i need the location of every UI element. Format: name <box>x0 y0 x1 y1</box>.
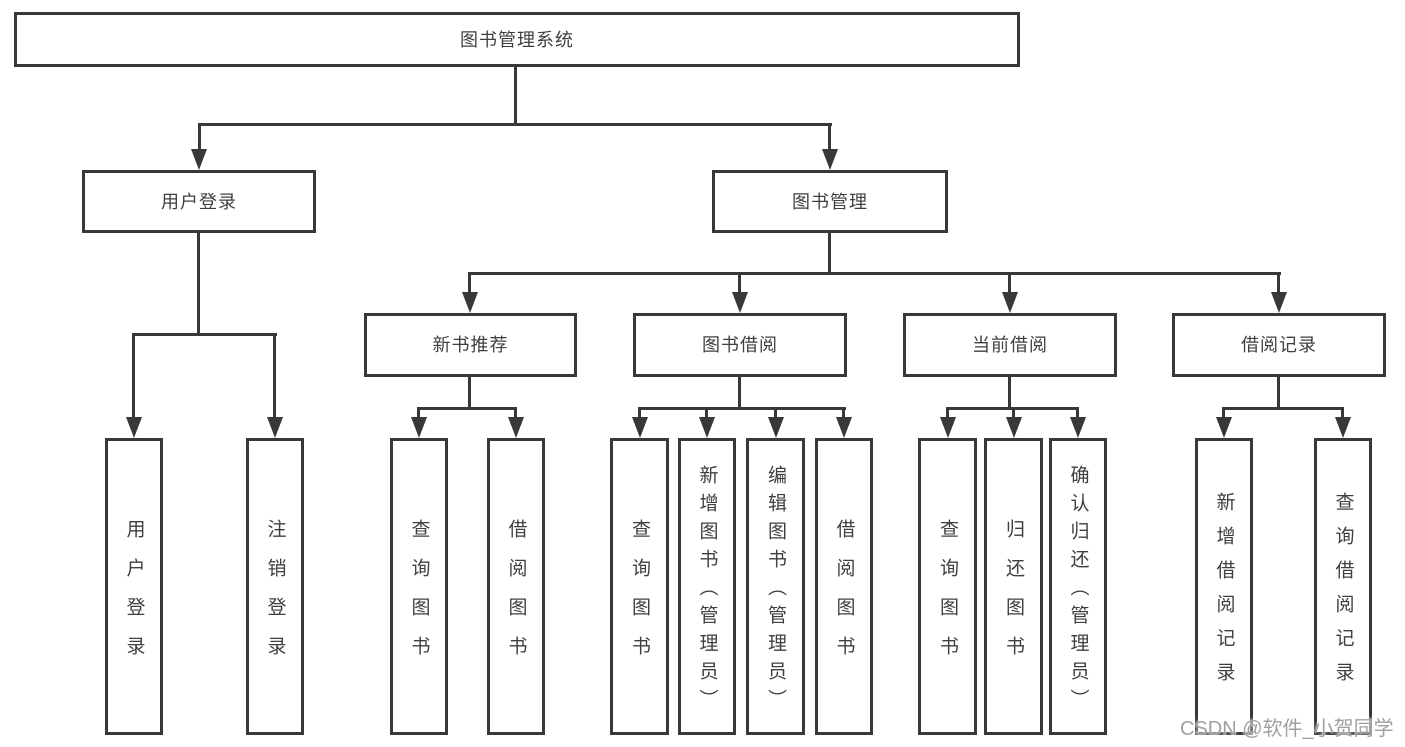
connector-line <box>774 407 777 419</box>
arrowhead-down-icon <box>1006 417 1022 438</box>
connector-line <box>638 407 641 419</box>
leaf-edit-books-admin: 编辑图书（管理员） <box>746 438 805 735</box>
leaf-borrow-books-borrowing: 借阅图书 <box>815 438 873 735</box>
arrowhead-down-icon <box>699 417 715 438</box>
connector-line <box>417 407 420 419</box>
node-label: 查询图书 <box>408 518 430 675</box>
arrowhead-down-icon <box>1271 292 1287 313</box>
connector-line <box>417 407 517 410</box>
node-label: 编辑图书（管理员） <box>765 465 786 717</box>
leaf-query-borrow-record: 查询借阅记录 <box>1314 438 1372 735</box>
node-label: 查询图书 <box>937 518 958 675</box>
arrowhead-down-icon <box>462 292 478 313</box>
connector-line <box>946 407 949 419</box>
connector-line <box>1008 377 1011 410</box>
leaf-query-books-recommend: 查询图书 <box>390 438 448 735</box>
node-label: 当前借阅 <box>972 335 1048 355</box>
connector-line <box>273 333 276 419</box>
node-label: 确认归还（管理员） <box>1067 465 1089 717</box>
arrowhead-down-icon <box>508 417 524 438</box>
arrowhead-down-icon <box>822 149 838 170</box>
node-label: 新增借阅记录 <box>1213 492 1235 696</box>
connector-line <box>1341 407 1344 419</box>
connector-line <box>132 333 277 336</box>
leaf-add-books-admin: 新增图书（管理员） <box>678 438 736 735</box>
connector-line <box>828 233 831 275</box>
arrowhead-down-icon <box>191 149 207 170</box>
node-label: 查询图书 <box>629 518 650 675</box>
node-label: 图书管理 <box>792 191 868 212</box>
arrowhead-down-icon <box>1002 292 1018 313</box>
node-label: 新书推荐 <box>432 335 509 355</box>
node-current-borrowing: 当前借阅 <box>903 313 1117 377</box>
arrowhead-down-icon <box>940 417 956 438</box>
connector-line <box>197 233 200 336</box>
connector-line <box>738 272 741 296</box>
node-user-login: 用户登录 <box>82 170 316 233</box>
leaf-logout-login: 注销登录 <box>246 438 304 735</box>
connector-line <box>198 123 832 126</box>
node-label: 借阅图书 <box>833 518 855 675</box>
connector-line <box>132 333 135 419</box>
node-book-borrowing: 图书借阅 <box>633 313 847 377</box>
arrowhead-down-icon <box>267 417 283 438</box>
connector-line <box>198 123 201 153</box>
node-label: 注销登录 <box>264 518 286 675</box>
leaf-confirm-return-admin: 确认归还（管理员） <box>1049 438 1107 735</box>
csdn-watermark: CSDN @软件_小贺同学 <box>1180 718 1394 740</box>
leaf-return-books: 归还图书 <box>984 438 1043 735</box>
node-label: 查询借阅记录 <box>1332 492 1354 696</box>
arrowhead-down-icon <box>1216 417 1232 438</box>
connector-line <box>1277 272 1280 296</box>
connector-line <box>1277 377 1280 410</box>
connector-line <box>638 407 846 410</box>
leaf-query-books-borrowing: 查询图书 <box>610 438 669 735</box>
connector-line <box>842 407 845 419</box>
connector-line <box>1222 407 1225 419</box>
arrowhead-down-icon <box>411 417 427 438</box>
connector-line <box>1076 407 1079 419</box>
node-label: 用户登录 <box>123 518 145 675</box>
connector-line <box>514 67 517 126</box>
connector-line <box>705 407 708 419</box>
connector-line <box>1222 407 1344 410</box>
leaf-user-login: 用户登录 <box>105 438 163 735</box>
node-label: 归还图书 <box>1003 518 1024 675</box>
connector-line <box>468 377 471 410</box>
connector-line <box>468 272 471 296</box>
node-library-management-system: 图书管理系统 <box>14 12 1020 67</box>
node-book-management: 图书管理 <box>712 170 948 233</box>
node-label: 借阅记录 <box>1241 335 1317 355</box>
leaf-borrow-books-recommend: 借阅图书 <box>487 438 545 735</box>
connector-line <box>828 123 831 153</box>
connector-line <box>514 407 517 419</box>
node-label: 用户登录 <box>161 191 237 212</box>
arrowhead-down-icon <box>836 417 852 438</box>
node-label: 图书借阅 <box>702 335 778 355</box>
node-label: 图书管理系统 <box>460 29 574 50</box>
node-label: 新增图书（管理员） <box>696 465 718 717</box>
arrowhead-down-icon <box>1335 417 1351 438</box>
connector-line <box>738 377 741 410</box>
connector-line <box>1012 407 1015 419</box>
node-new-book-recommendation: 新书推荐 <box>364 313 577 377</box>
node-label: 借阅图书 <box>505 518 527 675</box>
connector-line <box>1008 272 1011 296</box>
connector-line <box>468 272 1281 275</box>
arrowhead-down-icon <box>126 417 142 438</box>
leaf-add-borrow-record: 新增借阅记录 <box>1195 438 1253 735</box>
arrowhead-down-icon <box>768 417 784 438</box>
leaf-query-books-current: 查询图书 <box>918 438 977 735</box>
arrowhead-down-icon <box>632 417 648 438</box>
arrowhead-down-icon <box>732 292 748 313</box>
arrowhead-down-icon <box>1070 417 1086 438</box>
node-borrowing-records: 借阅记录 <box>1172 313 1386 377</box>
